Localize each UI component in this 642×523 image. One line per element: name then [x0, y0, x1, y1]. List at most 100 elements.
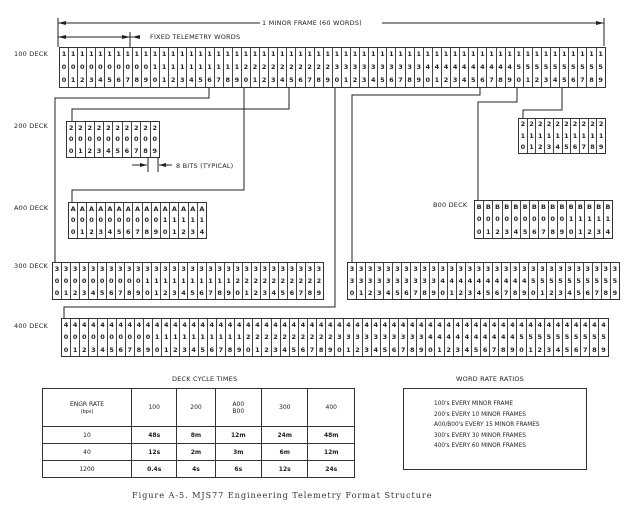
word-deck-digit: 3	[199, 264, 204, 273]
word-tens-digit: 5	[580, 63, 585, 72]
word-deck-digit: B	[550, 202, 556, 211]
word-ones-digit: 7	[541, 227, 546, 236]
word-deck-digit: 1	[580, 50, 585, 59]
word-ones-digit: 8	[225, 76, 230, 85]
word-ones-digit: 8	[550, 227, 555, 236]
word-tens-digit: 2	[289, 276, 295, 285]
word-ones-digit: 7	[309, 345, 315, 354]
word-deck-digit: 4	[455, 320, 461, 329]
arrow-left-icon	[132, 35, 140, 39]
ratio-item: 100's EVERY MINOR FRAME	[434, 401, 514, 407]
word-tens-digit: 2	[300, 333, 306, 342]
word-deck-digit: 2	[564, 120, 569, 129]
word-tens-digit: 1	[226, 276, 231, 285]
arrow-left-icon	[58, 35, 66, 39]
word-deck-digit: 3	[358, 264, 364, 273]
word-deck-digit: 3	[549, 264, 554, 273]
word-tens-digit: 2	[291, 333, 297, 342]
word-ones-digit: 1	[252, 76, 258, 85]
word-deck-digit: A	[125, 204, 131, 213]
word-deck-digit: A	[171, 204, 177, 213]
word-tens-digit: 2	[307, 276, 313, 285]
word-ones-digit: 3	[467, 288, 473, 297]
word-tens-digit: 1	[587, 215, 592, 224]
word-tens-digit: 1	[172, 276, 177, 285]
word-tens-digit: 5	[546, 333, 552, 342]
word-deck-digit: 1	[298, 50, 303, 59]
word-tens-digit: 2	[280, 63, 285, 72]
word-ones-digit: 0	[70, 227, 76, 236]
word-ones-digit: 9	[153, 227, 159, 236]
word-ones-digit: 9	[598, 143, 604, 152]
bits-typical-label: 8 BITS (TYPICAL)	[176, 162, 234, 170]
word-tens-digit: 1	[154, 333, 160, 342]
word-ones-digit: 1	[78, 146, 83, 155]
word-tens-digit: 1	[173, 333, 178, 342]
word-tens-digit: 3	[364, 333, 369, 342]
word-deck-digit: 3	[404, 264, 409, 273]
word-tens-digit: 5	[519, 333, 524, 342]
word-tens-digit: 5	[543, 63, 549, 72]
word-tens-digit: 4	[461, 63, 467, 72]
word-deck-digit: 3	[217, 264, 222, 273]
word-tens-digit: 1	[145, 276, 150, 285]
word-ones-digit: 7	[400, 345, 406, 354]
word-ones-digit: 1	[528, 345, 533, 354]
word-deck-digit: 1	[361, 50, 367, 59]
word-ones-digit: 2	[495, 227, 500, 236]
word-deck-digit: 1	[252, 50, 258, 59]
word-ones-digit: 9	[325, 76, 331, 85]
word-tens-digit: 2	[245, 333, 251, 342]
word-ones-digit: 9	[416, 76, 421, 85]
word-ones-digit: 2	[163, 288, 168, 297]
word-tens-digit: 2	[235, 276, 240, 285]
word-ones-digit: 4	[605, 227, 611, 236]
word-tens-digit: 4	[480, 63, 485, 72]
word-ones-digit: 2	[82, 345, 87, 354]
word-tens-digit: 1	[162, 216, 168, 225]
value-cell: 2m	[176, 443, 216, 461]
word-deck-digit: 4	[501, 320, 506, 329]
word-tens-digit: 3	[398, 63, 403, 72]
value-cell: 3m	[214, 443, 263, 461]
word-tens-digit: 0	[98, 216, 103, 225]
word-ones-digit: 4	[98, 76, 103, 85]
word-tens-digit: 4	[482, 333, 488, 342]
word-ones-digit: 4	[282, 345, 287, 354]
word-deck-digit: 1	[207, 50, 212, 59]
word-ones-digit: 2	[549, 288, 554, 297]
word-deck-digit: B	[522, 202, 528, 211]
word-deck-digit: 3	[298, 264, 304, 273]
word-deck-digit: 3	[576, 264, 581, 273]
word-tens-digit: 0	[144, 216, 149, 225]
word-deck-digit: 3	[235, 264, 240, 273]
ratio-item: 200's EVERY 10 MINOR FRAMES	[434, 411, 526, 418]
word-tens-digit: 5	[528, 333, 533, 342]
word-tens-digit: 4	[489, 63, 494, 72]
word-ones-digit: 8	[136, 345, 142, 354]
word-ones-digit: 0	[516, 76, 521, 85]
word-deck-digit: 1	[434, 50, 440, 59]
word-ones-digit: 4	[280, 76, 285, 85]
word-tens-digit: 0	[63, 333, 69, 342]
header-rate-label: ENGR RATE	[69, 400, 105, 408]
